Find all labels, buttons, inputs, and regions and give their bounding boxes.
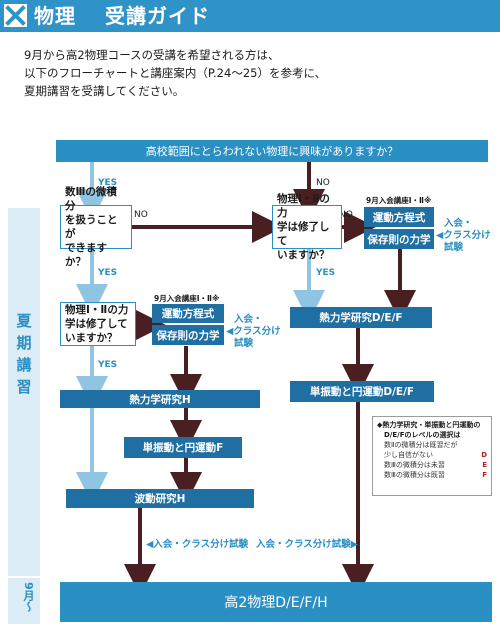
page-title: 物理 受講ガイド bbox=[34, 4, 210, 28]
legend-row-4-label: 数Ⅲの微積分は既習 bbox=[384, 471, 445, 479]
legend-row-4: 数Ⅲの微積分は既習 F bbox=[377, 470, 487, 480]
entry-test-right: 入会・ ◀クラス分け 試験 bbox=[436, 218, 491, 254]
entry-test-right-3: 試験 bbox=[444, 242, 464, 253]
intro-line-2: 以下のフローチャートと講座案内（P.24〜25）を参考に、 bbox=[24, 66, 327, 80]
q-phys-r-line2: 学は修了して bbox=[277, 221, 330, 247]
season-summer-3: 講 bbox=[16, 356, 32, 374]
intro-line-1: 9月から高2物理コースの受講を希望される方は、 bbox=[24, 48, 280, 62]
entry-test-right-2: ◀クラス分け bbox=[436, 230, 491, 241]
entry-test-left: 入会・ ◀クラス分け 試験 bbox=[226, 314, 281, 350]
yes-label-right: YES bbox=[316, 268, 336, 278]
entry-test-left-3: 試験 bbox=[234, 338, 254, 349]
course-circular-def: 単振動と円運動D/E/F bbox=[290, 381, 434, 402]
sept-course-label-left: 9月入会講座Ⅰ・Ⅱ※ bbox=[154, 294, 220, 303]
legend-row-1: 数Ⅱの微積分は既習だが bbox=[377, 440, 487, 450]
season-summer-4: 習 bbox=[16, 378, 32, 396]
sept-course-label-right: 9月入会講座Ⅰ・Ⅱ※ bbox=[366, 196, 432, 205]
final-course-bar: 高2物理D/E/F/H bbox=[60, 582, 492, 622]
no-label-right: NO bbox=[339, 210, 353, 220]
course-thermo-def: 熱力学研究D/E/F bbox=[290, 307, 432, 328]
intro-line-3: 夏期講習を受講してください。 bbox=[24, 84, 185, 98]
course-conservation-left: 保存則の力学 bbox=[152, 325, 224, 345]
level-legend: ◆熱力学研究・単振動と円運動の D/E/Fのレベルの選択は 数Ⅱの微積分は既習だ… bbox=[372, 416, 492, 496]
course-motion-eq-left: 運動方程式 bbox=[152, 304, 224, 323]
legend-row-1-label: 数Ⅱの微積分は既習だが bbox=[384, 441, 458, 449]
q-calc-line3: できますか？ bbox=[65, 242, 107, 268]
q-phys-r-line1: 物理Ⅰ・Ⅱの力 bbox=[277, 193, 330, 219]
top-question-bar: 高校範囲にとらわれない物理に興味がありますか？ bbox=[56, 140, 488, 162]
q-phys-l-line3: いますか？ bbox=[65, 332, 118, 344]
entry-test-bottom-left: ◀入会・クラス分け試験 bbox=[146, 539, 249, 550]
q-phys-r-line3: いますか？ bbox=[277, 249, 330, 261]
course-thermo-h: 熱力学研究H bbox=[60, 390, 260, 408]
course-motion-eq-right: 運動方程式 bbox=[364, 207, 434, 227]
season-summer-2: 期 bbox=[16, 334, 32, 352]
sept-band bbox=[8, 578, 40, 624]
yes-label-calc: YES bbox=[98, 268, 118, 278]
header-bar bbox=[0, 0, 500, 32]
q-calc-line2: を扱うことが bbox=[65, 214, 118, 240]
course-wave-h: 波動研究H bbox=[66, 489, 254, 508]
no-label-top: NO bbox=[316, 178, 330, 188]
season-sept: 9月〜 bbox=[22, 582, 35, 612]
legend-row-2: 少し自信がない D bbox=[377, 450, 487, 460]
entry-test-left-2: ◀クラス分け bbox=[226, 326, 281, 337]
summer-band bbox=[8, 208, 40, 576]
x-logo-icon bbox=[4, 4, 27, 27]
question-physics-right: 物理Ⅰ・Ⅱの力 学は修了して いますか？ bbox=[272, 193, 342, 261]
legend-row-2-value: D bbox=[481, 451, 487, 459]
q-phys-l-line2: 学は修了して bbox=[65, 318, 128, 330]
entry-test-right-1: 入会・ bbox=[444, 218, 473, 229]
entry-test-bottom-right: 入会・クラス分け試験▶ bbox=[256, 539, 359, 550]
question-physics-left: 物理Ⅰ・Ⅱの力 学は修了して いますか？ bbox=[60, 302, 136, 346]
entry-test-left-1: 入会・ bbox=[234, 314, 263, 325]
legend-row-4-value: F bbox=[482, 471, 487, 479]
yes-label-phys: YES bbox=[98, 360, 118, 370]
yes-label-top: YES bbox=[98, 178, 118, 188]
question-calculus: 数Ⅲの微積分 を扱うことが できますか？ bbox=[60, 186, 132, 268]
season-summer-1: 夏 bbox=[16, 312, 32, 330]
legend-row-3-label: 数Ⅲの微積分は未習 bbox=[384, 461, 445, 469]
q-phys-l-line1: 物理Ⅰ・Ⅱの力 bbox=[65, 304, 129, 316]
legend-row-3: 数Ⅲの微積分は未習 E bbox=[377, 460, 487, 470]
legend-title-1: ◆熱力学研究・単振動と円運動の bbox=[377, 421, 481, 429]
legend-row-2-label: 少し自信がない bbox=[384, 451, 433, 459]
no-label-calc: NO bbox=[134, 210, 148, 220]
q-calc-line1: 数Ⅲの微積分 bbox=[65, 186, 117, 212]
legend-row-3-value: E bbox=[482, 461, 487, 469]
legend-title-2: D/E/Fのレベルの選択は bbox=[384, 431, 461, 439]
course-conservation-right: 保存則の力学 bbox=[364, 229, 434, 249]
course-circular-f: 単振動と円運動F bbox=[124, 437, 242, 458]
